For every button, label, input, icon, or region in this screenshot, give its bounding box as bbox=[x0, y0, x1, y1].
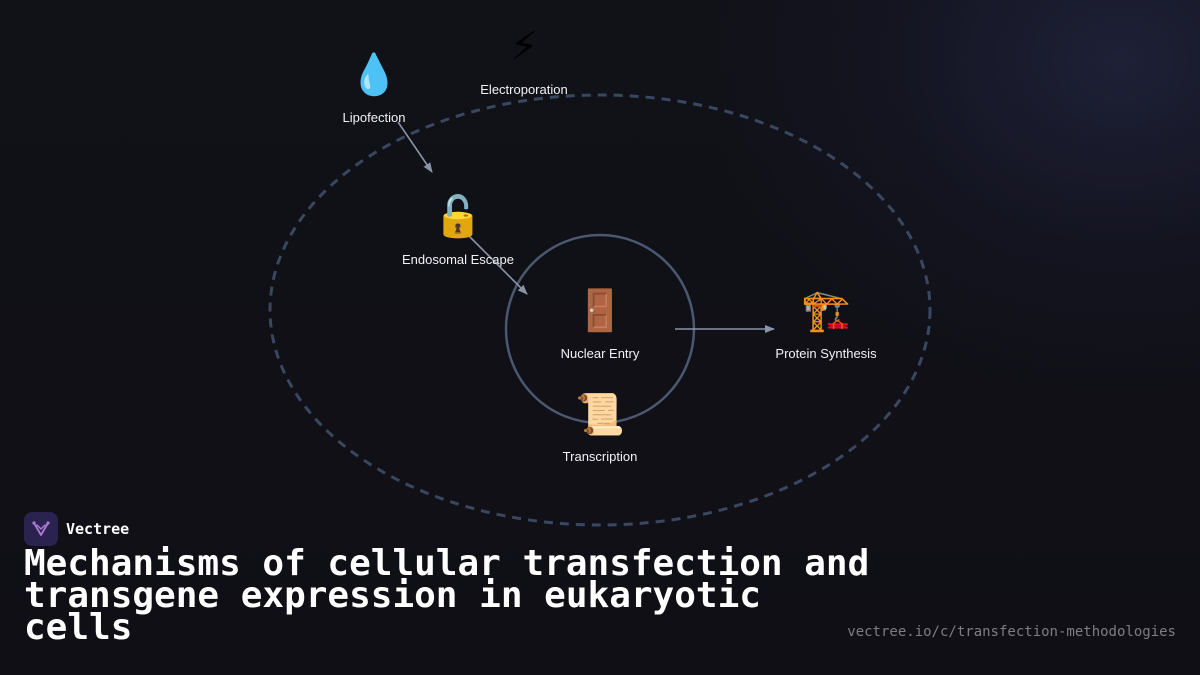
construction-crane-icon: 🏗️ bbox=[801, 288, 851, 334]
source-url: vectree.io/c/transfection-methodologies bbox=[847, 624, 1176, 640]
unlocked-padlock-icon: 🔓 bbox=[433, 193, 483, 240]
node-endosomal-escape: 🔓 Endosomal Escape bbox=[402, 193, 514, 267]
door-icon: 🚪 bbox=[575, 287, 625, 334]
lightning-icon: ⚡ bbox=[510, 24, 538, 70]
node-transcription: 📜 Transcription bbox=[563, 392, 638, 464]
arrow-lipofection-to-endosomal-escape bbox=[397, 121, 433, 173]
pathway-nodes: 💧 Lipofection ⚡ Electroporation 🔓 Endosomal E… bbox=[343, 24, 878, 464]
node-label-electroporation: Electroporation bbox=[480, 82, 567, 97]
brand: Vectree bbox=[24, 512, 129, 546]
node-lipofection: 💧 Lipofection bbox=[343, 51, 406, 125]
node-label-endosomal-escape: Endosomal Escape bbox=[402, 252, 514, 267]
droplet-icon: 💧 bbox=[349, 51, 399, 98]
scroll-icon: 📜 bbox=[575, 392, 625, 438]
node-nuclear-entry: 🚪 Nuclear Entry bbox=[561, 287, 640, 361]
node-label-protein-synthesis: Protein Synthesis bbox=[775, 346, 877, 361]
pathway-arrows bbox=[397, 121, 775, 333]
node-protein-synthesis: 🏗️ Protein Synthesis bbox=[775, 288, 877, 361]
arrow-endosomal-escape-to-nuclear-entry bbox=[467, 234, 528, 295]
vectree-logo-icon bbox=[24, 512, 58, 546]
brand-name: Vectree bbox=[66, 520, 130, 538]
node-electroporation: ⚡ Electroporation bbox=[480, 24, 567, 97]
cell-membrane bbox=[268, 93, 932, 527]
page-title: Mechanisms of cellular transfection and … bbox=[24, 543, 870, 648]
node-label-lipofection: Lipofection bbox=[343, 110, 406, 125]
node-label-transcription: Transcription bbox=[563, 449, 638, 464]
node-label-nuclear-entry: Nuclear Entry bbox=[561, 346, 640, 361]
